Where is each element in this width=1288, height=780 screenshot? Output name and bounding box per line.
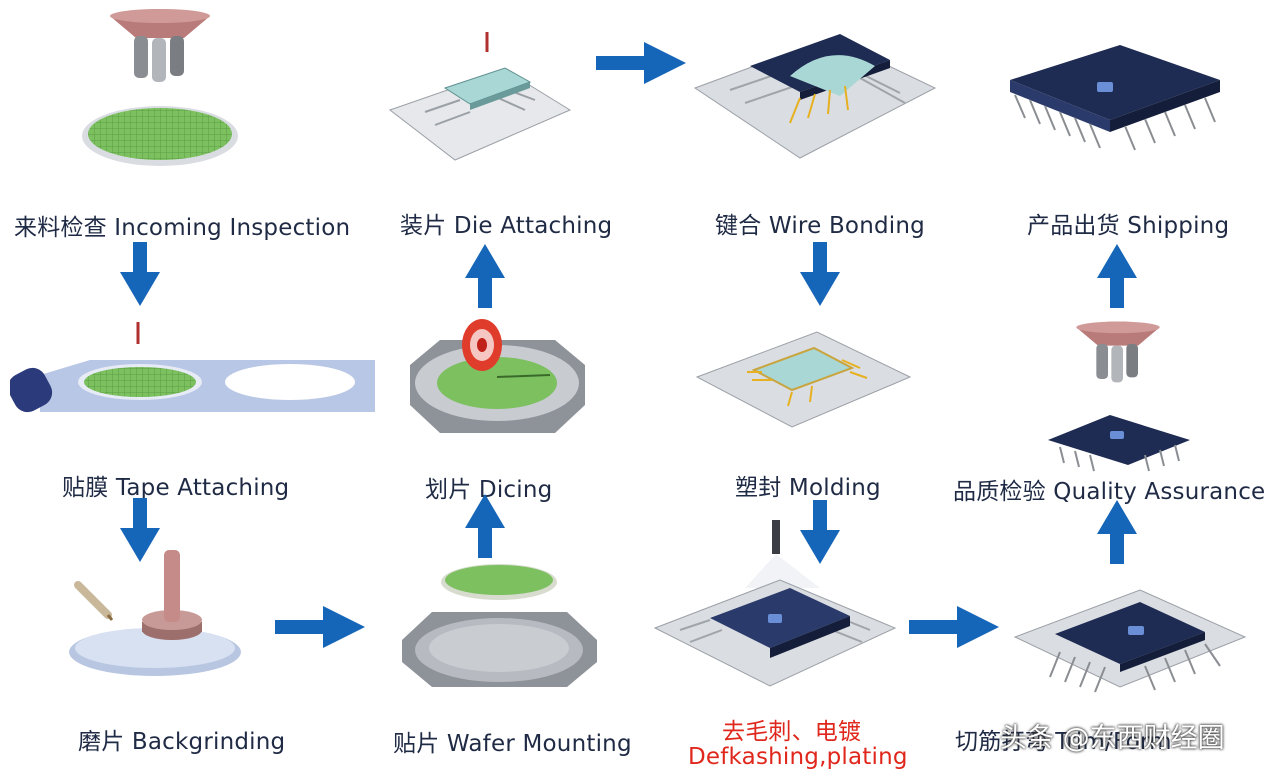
step-label-deflashing-en: Defkashing,plating (688, 744, 908, 770)
dicing-illustration (410, 319, 585, 433)
arrow-up-icon (1097, 244, 1137, 308)
deflashing-plating-illustration (653, 520, 897, 687)
arrow-right-icon (596, 42, 686, 84)
arrow-up-icon (465, 244, 505, 308)
step-label-die-attaching: 装片 Die Attaching (400, 213, 613, 239)
step-label-shipping: 产品出货 Shipping (1027, 213, 1230, 239)
step-label-quality-assurance: 品质检验 Quality Assurance (953, 479, 1266, 505)
arrow-up-icon (465, 494, 505, 558)
arrow-right-icon (275, 606, 365, 648)
shipping-illustration (1010, 45, 1220, 151)
inspection-illustration (82, 9, 238, 166)
step-label-backgrinding: 磨片 Backgrinding (78, 729, 286, 755)
step-label-wafer-mounting: 贴片 Wafer Mounting (393, 731, 632, 757)
step-label-deflashing-cn: 去毛刺、电镀 (722, 719, 862, 745)
arrow-down-icon (800, 242, 840, 306)
wafer-mounting-illustration (402, 564, 597, 687)
backgrinding-illustration (69, 550, 241, 676)
tape-attach-illustration (10, 322, 375, 413)
arrow-down-icon (120, 242, 160, 306)
step-label-dicing: 划片 Dicing (425, 477, 553, 503)
step-label-trim-form: 切筋打弯 Trim/Form (955, 729, 1172, 755)
watermark: 头条 @东西财经圈 (1000, 723, 1225, 754)
arrow-up-icon (1097, 500, 1137, 564)
die-attach-illustration (388, 32, 572, 161)
molding-illustration (695, 331, 912, 428)
arrow-right-icon (909, 606, 999, 648)
step-label-tape-attaching: 贴膜 Tape Attaching (62, 475, 290, 501)
step-label-wire-bonding: 键合 Wire Bonding (715, 213, 925, 239)
qa-illustration (1048, 321, 1190, 472)
step-label-molding: 塑封 Molding (735, 475, 881, 501)
step-label-incoming-inspection: 来料检查 Incoming Inspection (14, 215, 351, 241)
wire-bonding-illustration (693, 34, 937, 159)
trim-form-illustration (1013, 589, 1247, 693)
